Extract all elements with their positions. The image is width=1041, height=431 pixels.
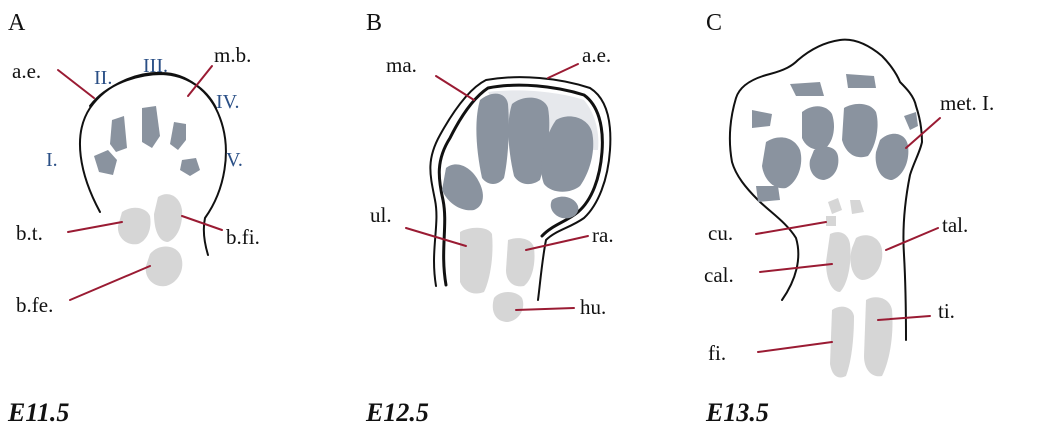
panel-b-leader-ra xyxy=(526,236,588,250)
panel-c-leader-tal xyxy=(886,228,938,250)
panel-c-label-met: met. I. xyxy=(940,91,994,115)
panel-a-digit-ray-iv xyxy=(170,122,186,150)
panel-c: C met. I. cu. tal. cal. ti. fi. E13.5 xyxy=(704,10,994,427)
panel-a-label-ae: a.e. xyxy=(12,59,41,83)
panel-a-fibula-blastema xyxy=(154,194,182,242)
panel-c-metacarpal-3 xyxy=(762,137,801,188)
panel-c-talus xyxy=(850,235,882,280)
panel-b-stage-label: E12.5 xyxy=(365,398,429,427)
panel-a-digit-ray-iii xyxy=(142,106,160,148)
panel-c-stage-label: E13.5 xyxy=(705,398,769,427)
panel-c-phalanx-4 xyxy=(904,112,918,130)
panel-b-label-ra: ra. xyxy=(592,223,614,247)
panel-a-leader-bfi xyxy=(182,216,222,230)
panel-a-letter: A xyxy=(8,10,26,36)
panel-b-humerus xyxy=(493,292,523,322)
panel-c-phalanx-1 xyxy=(790,82,824,96)
panel-c-calcaneus xyxy=(826,232,851,292)
panel-c-fibula xyxy=(830,307,854,378)
panel-c-cuboid xyxy=(826,216,836,226)
panel-c-metacarpal-5 xyxy=(810,147,839,180)
panel-b-label-hu: hu. xyxy=(580,295,606,319)
panel-b-label-ma: ma. xyxy=(386,53,417,77)
panel-a-femur-blastema xyxy=(146,247,183,287)
panel-c-phalanx-3 xyxy=(752,110,772,128)
panel-c-metacarpal-1 xyxy=(802,106,834,149)
panel-a: A I. II. III. IV. V. a.e. m.b. b.t. b.fi… xyxy=(7,10,260,427)
panel-b-leader-ma xyxy=(436,76,474,100)
panel-a-label-bfe: b.fe. xyxy=(16,293,53,317)
panel-a-leader-ae xyxy=(58,70,94,98)
panel-a-digit-label-i: I. xyxy=(46,149,58,171)
panel-c-metacarpal-2 xyxy=(842,104,878,157)
panel-b: B ma. a.e. ul. ra. hu. E12.5 xyxy=(365,10,614,427)
panel-c-metacarpal-4 xyxy=(876,134,909,180)
panel-a-label-bt: b.t. xyxy=(16,221,43,245)
panel-b-ulna xyxy=(460,228,493,294)
panel-c-letter: C xyxy=(706,10,722,36)
panel-c-label-fi: fi. xyxy=(708,341,726,365)
panel-c-phalanx-5 xyxy=(756,186,780,202)
panel-b-digit-condensation-5 xyxy=(551,197,579,219)
panel-b-leader-hu xyxy=(516,308,574,310)
panel-c-phalanx-2 xyxy=(846,74,876,88)
panel-b-radius xyxy=(506,238,535,286)
panel-c-tibia xyxy=(864,297,893,376)
panel-c-tarsal-small-2 xyxy=(850,200,864,214)
panel-a-tibia-blastema xyxy=(118,208,151,245)
panel-c-leader-fi xyxy=(758,342,832,352)
panel-b-label-ae: a.e. xyxy=(582,43,611,67)
panel-a-label-mb: m.b. xyxy=(214,43,251,67)
panel-c-label-cal: cal. xyxy=(704,263,734,287)
panel-a-digit-label-v: V. xyxy=(226,149,243,171)
panel-c-label-ti: ti. xyxy=(938,299,955,323)
panel-b-letter: B xyxy=(366,10,382,36)
panel-a-stage-label: E11.5 xyxy=(7,398,69,427)
panel-a-digit-ray-v xyxy=(180,158,200,176)
panel-b-label-ul: ul. xyxy=(370,203,392,227)
panel-a-label-bfi: b.fi. xyxy=(226,225,260,249)
panel-a-digit-ray-ii xyxy=(110,116,127,152)
panel-a-digit-label-iii: III. xyxy=(143,55,168,77)
panel-b-digit-condensation-1 xyxy=(476,94,508,184)
panel-b-leader-ae xyxy=(548,64,578,78)
panel-c-label-cu: cu. xyxy=(708,221,733,245)
panel-a-digit-label-ii: II. xyxy=(94,67,112,89)
panel-b-digit-condensation-4 xyxy=(442,164,483,210)
panel-c-label-tal: tal. xyxy=(942,213,968,237)
panel-a-digit-label-iv: IV. xyxy=(216,91,240,113)
panel-a-leader-bt xyxy=(68,222,122,232)
panel-a-leader-bfe xyxy=(70,266,150,300)
panel-c-tarsal-small-1 xyxy=(828,198,842,214)
panel-a-digit-ray-i xyxy=(94,150,117,175)
